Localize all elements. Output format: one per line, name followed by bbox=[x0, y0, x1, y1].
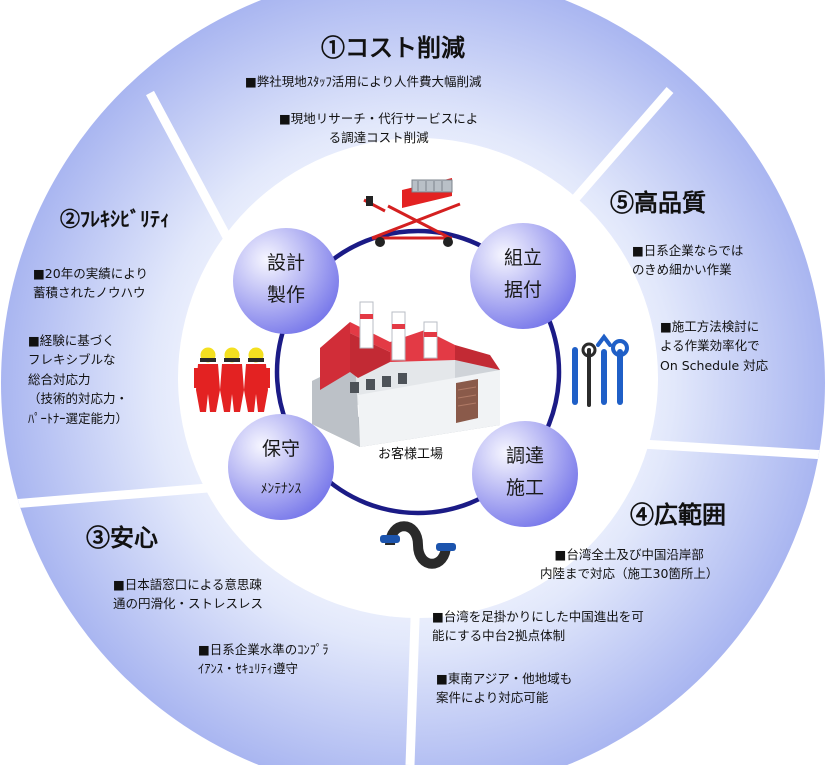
section-title-flexibility: ②ﾌﾚｷｼﾋﾞﾘﾃｨ bbox=[60, 207, 170, 231]
lift-table-icon bbox=[363, 178, 461, 247]
node-assembly-installation bbox=[470, 223, 576, 329]
range-item-3: ■東南アジア・他地域も 案件により対応可能 bbox=[436, 671, 573, 706]
section-title-safety: ③安心 bbox=[86, 523, 158, 552]
node-maintenance-label: 保守 bbox=[261, 438, 300, 460]
center-label-customer-factory: お客様工場 bbox=[378, 447, 444, 462]
range-item-1: ■台湾全土及び中国沿岸部 内陸まで対応（施工30箇所上） bbox=[540, 547, 719, 582]
section-title-quality: ⑤高品質 bbox=[610, 188, 706, 217]
cost-item-1: ■弊社現地ｽﾀｯﾌ活用により人件費大幅削減 bbox=[245, 74, 482, 89]
node-design-label: 設計 製作 bbox=[266, 252, 305, 307]
node-assembly-label: 組立 据付 bbox=[503, 247, 542, 302]
safety-item-2: ■日系企業水準のｺﾝﾌﾟﾗ ｲｱﾝｽ・ｾｷｭﾘﾃｨ遵守 bbox=[198, 642, 329, 677]
node-maintenance-sub-label: ﾒﾝﾃﾅﾝｽ bbox=[260, 481, 302, 497]
section-title-range: ④広範囲 bbox=[630, 500, 726, 529]
quality-item-1: ■日系企業ならでは のきめ細かい作業 bbox=[632, 243, 744, 278]
node-maintenance bbox=[228, 414, 334, 520]
range-item-2: ■台湾を足掛かりにした中国進出を可 能にする中台2拠点体制 bbox=[432, 609, 644, 644]
tools-icon bbox=[572, 333, 629, 407]
pipe-icon bbox=[380, 521, 456, 569]
flexibility-item-1: ■20年の実績により 蓄積されたノウハウ bbox=[33, 266, 148, 301]
safety-item-1: ■日本語窓口による意思疎 通の円滑化・ストレスレス bbox=[113, 577, 264, 612]
section-title-cost: ①コスト削減 bbox=[321, 33, 465, 62]
node-design-manufacture bbox=[233, 228, 339, 334]
cost-item-2: ■現地リサーチ・代行サービスによ る調達コスト削減 bbox=[279, 111, 479, 146]
flexibility-item-2: ■経験に基づく フレキシブルな 総合対応力 （技術的対応力・ ﾊﾟｰﾄﾅｰ選定能… bbox=[28, 333, 129, 426]
quality-item-2: ■施工方法検討に よる作業効率化で On Schedule 対応 bbox=[660, 319, 769, 373]
process-ring bbox=[274, 228, 562, 516]
node-procurement-construction bbox=[472, 421, 578, 527]
segment-dividers bbox=[1, 87, 825, 765]
workers-icon bbox=[194, 347, 270, 412]
factory-icon bbox=[312, 301, 500, 447]
node-procurement-label: 調達 施工 bbox=[505, 445, 544, 500]
